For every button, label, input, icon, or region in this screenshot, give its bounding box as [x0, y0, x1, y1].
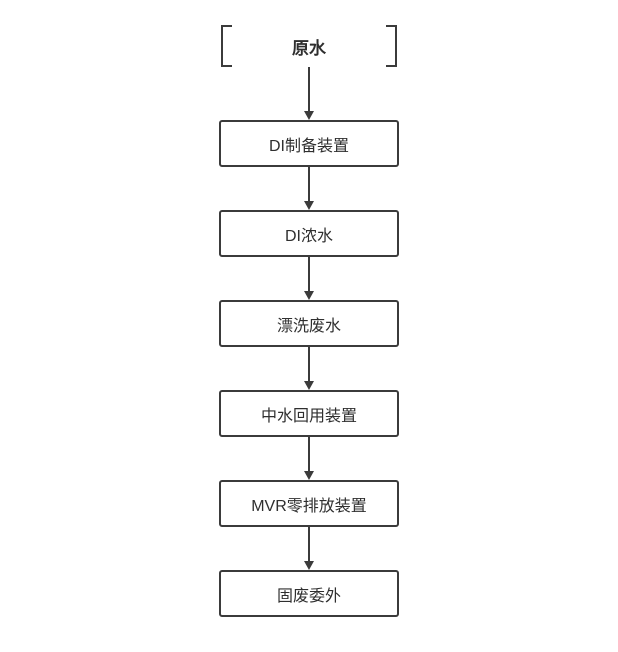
node-label: 漂洗废水: [276, 317, 341, 335]
arrowhead-icon: [304, 561, 314, 570]
flow-arrow-3: [304, 257, 314, 300]
flow-arrow-4: [304, 347, 314, 390]
flow-arrow-2: [304, 167, 314, 210]
node-label: 中水回用装置: [260, 407, 357, 425]
arrow-line: [308, 167, 310, 202]
arrow-line: [308, 347, 310, 382]
node-rinse-wastewater: 漂洗废水: [219, 300, 399, 347]
node-reclaimed-water-unit: 中水回用装置: [219, 390, 399, 437]
arrowhead-icon: [304, 291, 314, 300]
node-label: DI浓水: [284, 227, 333, 245]
arrow-line: [308, 257, 310, 292]
node-source-water: 原水: [219, 25, 399, 67]
node-label: 原水: [292, 38, 326, 58]
arrowhead-icon: [304, 381, 314, 390]
flow-arrow-6: [304, 527, 314, 570]
right-bracket-decoration: [386, 25, 397, 67]
arrowhead-icon: [304, 111, 314, 120]
node-mvr-zero-discharge-unit: MVR零排放装置: [219, 480, 399, 527]
arrow-line: [308, 527, 310, 562]
arrow-line: [308, 67, 310, 112]
arrowhead-icon: [304, 201, 314, 210]
arrow-line: [308, 437, 310, 472]
flow-arrow-5: [304, 437, 314, 480]
node-di-preparation-unit: DI制备装置: [219, 120, 399, 167]
flow-arrow-1: [304, 67, 314, 120]
arrowhead-icon: [304, 471, 314, 480]
node-di-concentrate: DI浓水: [219, 210, 399, 257]
node-label: MVR零排放装置: [251, 497, 367, 515]
node-solid-waste-outsourcing: 固废委外: [219, 570, 399, 617]
left-bracket-decoration: [221, 25, 232, 67]
node-label: DI制备装置: [268, 137, 349, 155]
node-label: 固废委外: [276, 587, 341, 605]
